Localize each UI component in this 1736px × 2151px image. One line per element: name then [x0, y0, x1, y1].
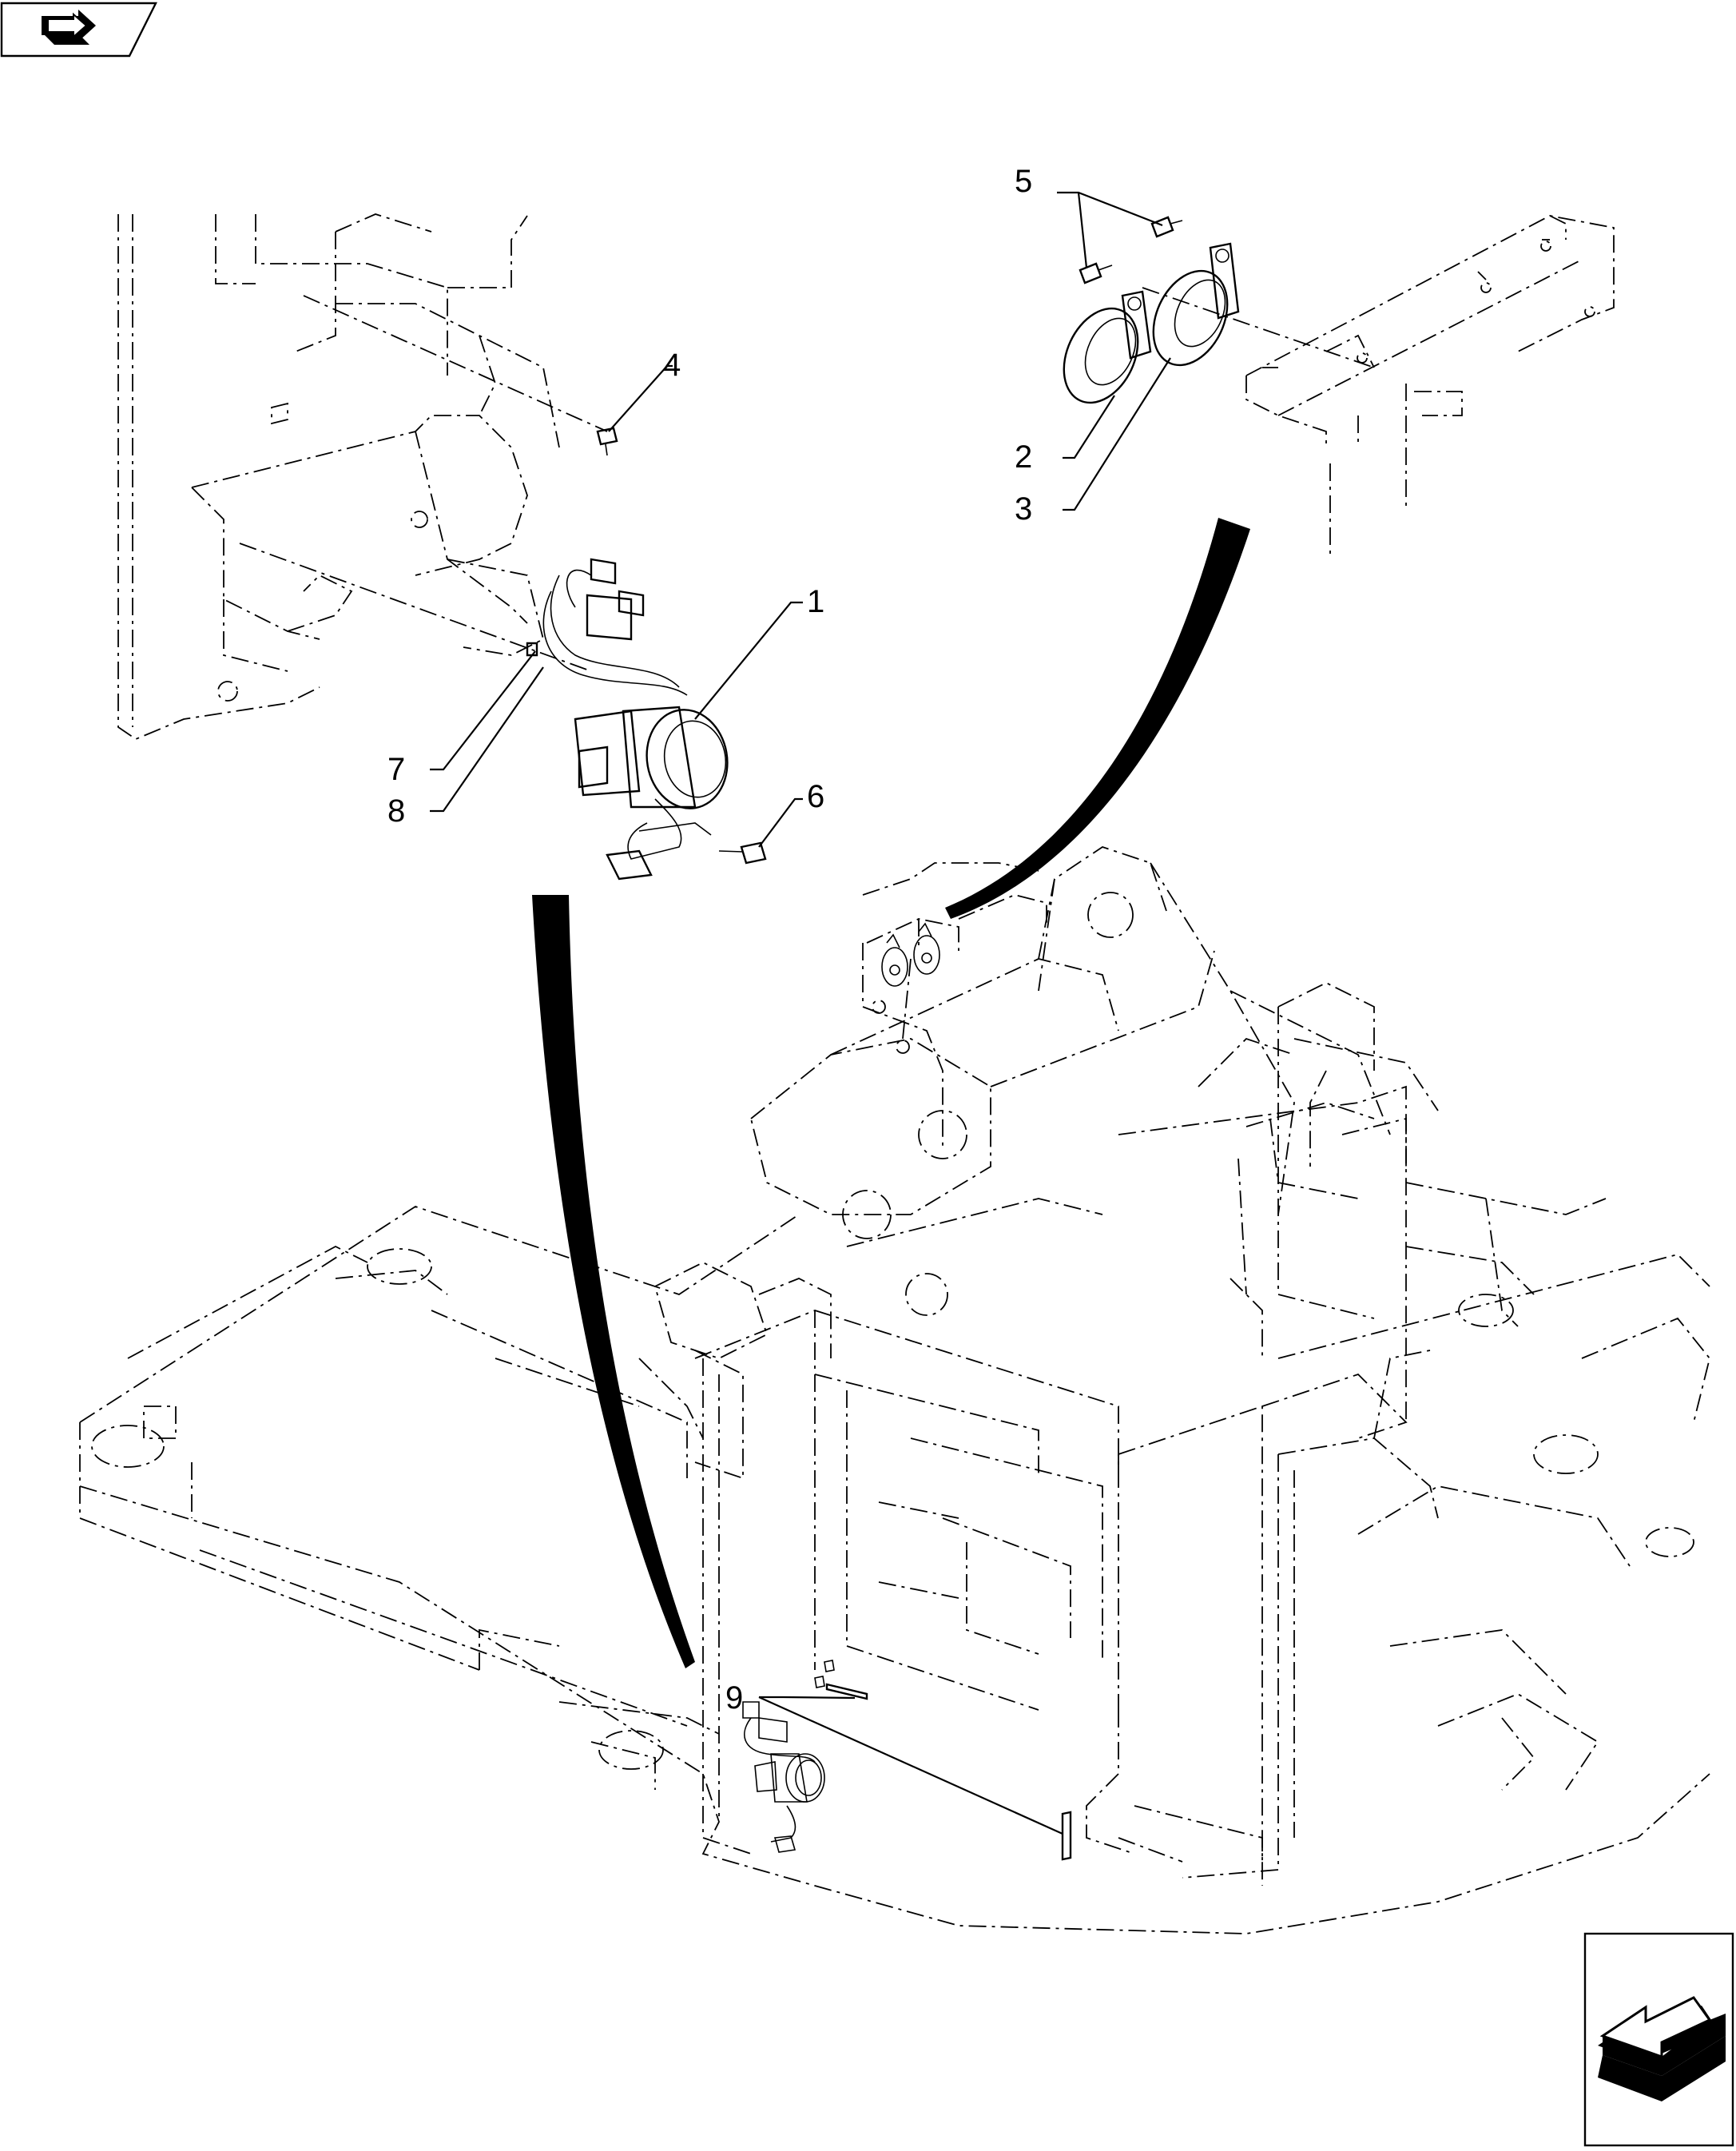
callout-3: 3 — [1015, 491, 1032, 527]
callout-2: 2 — [1015, 439, 1032, 475]
alarm-installed-small — [742, 1660, 835, 1853]
forward-arrow-badge-icon[interactable] — [0, 2, 157, 58]
leader-lines — [430, 191, 1171, 1835]
bracket-bolt — [596, 427, 618, 456]
horn-low-tone — [1063, 290, 1152, 404]
cab-frame-inset — [117, 213, 608, 741]
cab-floor-pillar — [694, 1310, 1295, 1886]
callout-8: 8 — [387, 793, 405, 829]
horn-pair-installed — [881, 922, 940, 987]
upper-structure-frame — [79, 1206, 1710, 1934]
boom-swing-bracket — [638, 846, 1407, 1439]
buzzer-mounting-bolt — [718, 841, 767, 865]
horn-bracket-inset — [1142, 215, 1615, 559]
callout-7: 7 — [387, 752, 405, 787]
callout-labels: 1 2 3 4 5 6 7 8 9 — [387, 164, 1032, 1716]
connector-band-right — [945, 518, 1250, 919]
horn-mount-post — [862, 862, 1047, 1151]
callout-9: 9 — [725, 1680, 743, 1716]
connector-band-left — [532, 895, 695, 1668]
isometric-direction-arrow-icon[interactable] — [1583, 1932, 1734, 2147]
callout-6: 6 — [807, 779, 824, 814]
callout-4: 4 — [663, 348, 681, 383]
horn-mounting-bolts — [1079, 216, 1183, 284]
alarm-buzzer-assembly — [526, 558, 729, 881]
horn-high-tone — [1152, 242, 1240, 367]
connector-plugs — [825, 1683, 1072, 1861]
callout-5: 5 — [1015, 164, 1032, 199]
right-rear-structure — [1118, 1007, 1607, 1519]
callout-1: 1 — [807, 584, 824, 619]
